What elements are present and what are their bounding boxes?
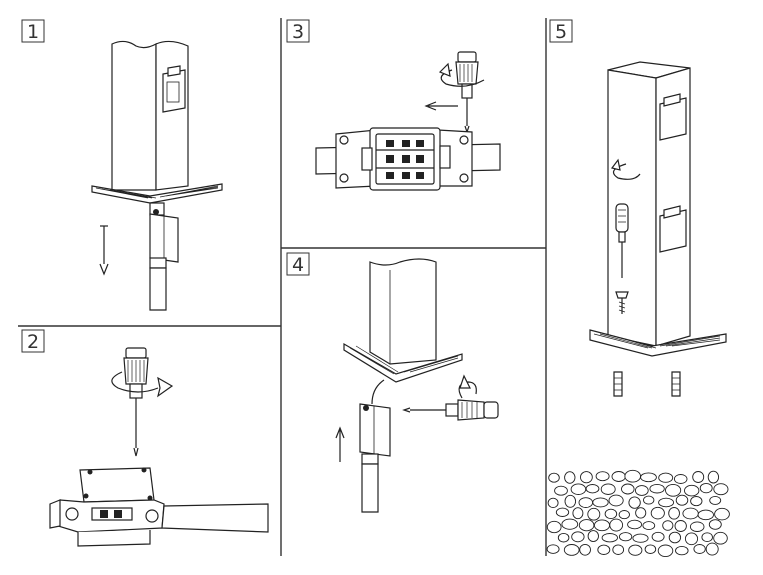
step-1-label: 1 [21,19,45,43]
pebble [684,532,699,546]
pebble [665,483,682,497]
pebble [690,496,703,507]
pebble [651,531,665,542]
pebble [628,544,643,556]
pebble [611,471,626,482]
pebble [627,519,643,530]
gravel-ground [546,469,730,558]
pebble [548,472,560,483]
pebble [632,533,649,543]
pebble [587,507,601,521]
step-5-label: 5 [549,19,573,43]
pebble [701,532,713,543]
pebble [587,530,599,543]
pebble [571,531,585,543]
pebble [692,471,705,483]
pebble [714,507,730,521]
pebble [618,532,633,542]
pebble [554,485,568,496]
pebble [635,507,647,519]
pebble [579,543,591,556]
pebble [564,471,576,484]
pebble [675,545,689,556]
pebble [699,482,713,494]
pebble [561,518,579,530]
pebble [546,544,560,554]
pebble [624,469,641,483]
pebble [585,484,600,494]
pebble [643,495,655,505]
panel-3-illustration [315,51,501,191]
pebble [593,519,611,532]
pebble [557,532,570,543]
pebble [675,494,689,506]
pebble [634,485,649,496]
pebble [684,484,700,497]
pebble [609,518,624,532]
pebble [658,472,674,483]
pebble [608,494,624,507]
pebble [580,471,593,484]
panel-dividers [18,18,547,556]
pebble [697,509,714,521]
pebble [657,544,674,558]
pebble [592,497,609,508]
panel-2-illustration [49,347,269,547]
svg-text:3: 3 [292,21,304,43]
pebble [713,483,729,496]
pebble [597,544,611,555]
svg-text:5: 5 [555,21,567,43]
pebble [612,544,625,555]
pebble [564,494,577,508]
pebble [649,483,665,494]
pebble [546,520,562,534]
pebble [708,519,722,530]
panel-5-illustration [546,61,730,558]
pebble [563,544,580,556]
pebble [640,472,657,483]
pebble [673,474,688,484]
pebble [707,470,720,484]
pebble [595,471,610,482]
pebble [705,542,719,556]
pebble [682,507,699,520]
pebble [600,483,616,495]
pebble [644,544,657,554]
svg-text:1: 1 [27,21,39,43]
panel-4-illustration [335,258,499,513]
pebble [642,521,656,531]
pebble [572,507,584,520]
pebble [547,497,559,509]
pebble [668,507,680,520]
pebble [662,520,674,531]
pebble [650,506,665,520]
pebble [555,507,570,517]
pebble [713,531,728,545]
pebble [604,508,618,520]
pebble [570,483,587,495]
step-4-label: 4 [286,252,310,276]
step-3-label: 3 [286,19,310,43]
pebble [668,531,682,544]
panel-1-illustration [91,40,223,311]
pebble [709,495,722,505]
svg-text:4: 4 [292,254,304,276]
pebble [621,483,635,495]
step-2-label: 2 [21,329,45,353]
pebble [658,497,675,508]
pebble [618,510,630,520]
pebble [601,533,618,543]
pebble [628,496,641,509]
svg-text:2: 2 [27,331,39,353]
pebble [578,497,594,508]
pebble [674,520,687,532]
pebble [693,544,706,554]
pebble [689,521,705,532]
pebble [578,519,595,532]
